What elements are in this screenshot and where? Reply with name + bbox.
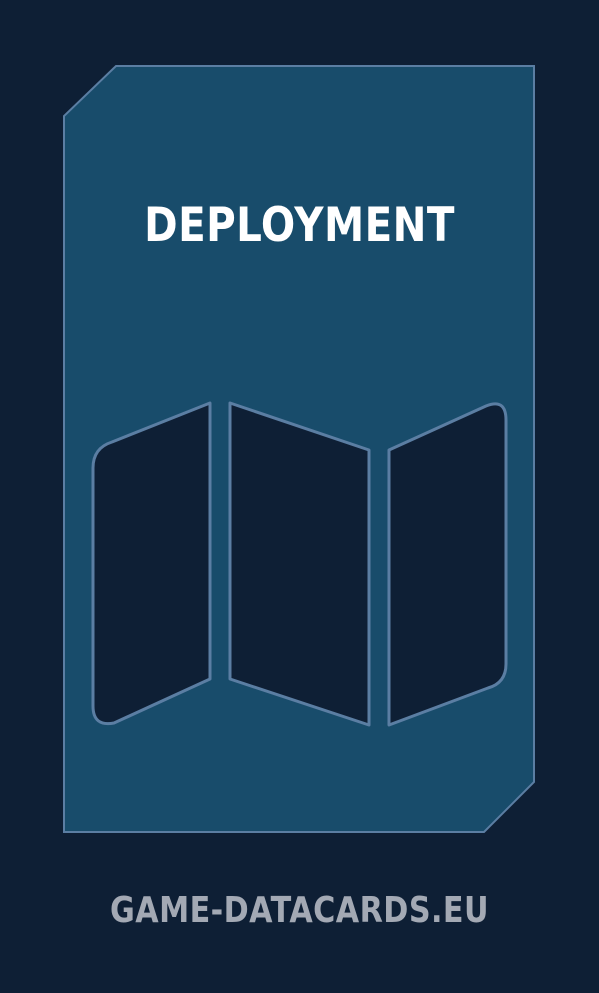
card-title: DEPLOYMENT	[144, 198, 455, 253]
map-left-panel	[91, 401, 212, 726]
map-middle-panel	[228, 401, 371, 727]
map-right-panel	[387, 402, 508, 727]
folded-map-icon	[91, 401, 508, 727]
footer-url: GAME-DATACARDS.EU	[110, 890, 489, 931]
